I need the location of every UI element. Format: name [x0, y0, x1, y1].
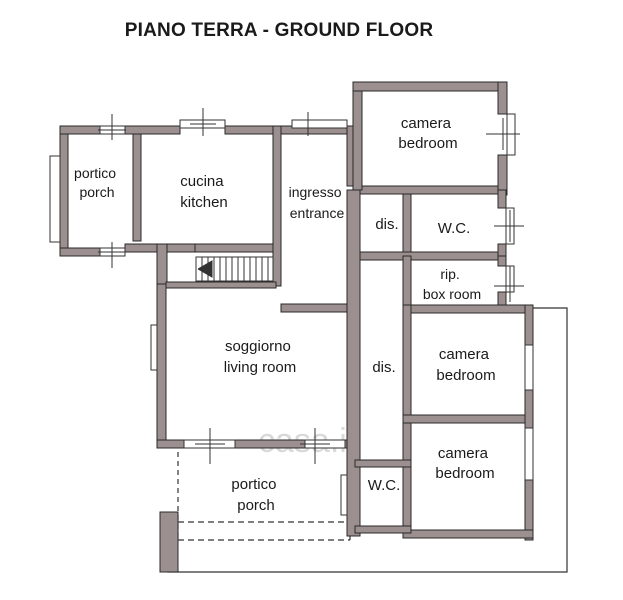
floor-title: PIANO TERRA - GROUND FLOOR	[124, 20, 434, 41]
room-label-dis-2: dis.	[372, 359, 395, 376]
room-label-camera-bedroom-2: camera bedroom	[436, 346, 495, 384]
room-label-portico-porch-bottom: portico porch	[231, 476, 280, 514]
room-label-camera-bedroom-3: camera bedroom	[435, 445, 494, 482]
room-label-wc-2: W.C.	[368, 477, 401, 494]
window-marks	[98, 108, 524, 464]
room-label-soggiorno-living-room: soggiorno living room	[224, 338, 297, 376]
room-label-rip-box-room: rip. box room	[423, 266, 481, 302]
room-label-wc-1: W.C.	[438, 220, 471, 237]
room-label-dis-1: dis.	[375, 216, 398, 233]
room-labels: portico porch cucina kitchen ingresso en…	[74, 115, 496, 514]
room-label-portico-porch-top: portico porch	[74, 165, 120, 200]
room-label-cucina-kitchen: cucina kitchen	[180, 173, 228, 211]
room-label-ingresso-entrance: ingresso entrance	[289, 184, 346, 221]
staircase	[195, 256, 274, 282]
walls	[59, 81, 534, 573]
room-label-camera-bedroom-1: camera bedroom	[398, 115, 457, 152]
